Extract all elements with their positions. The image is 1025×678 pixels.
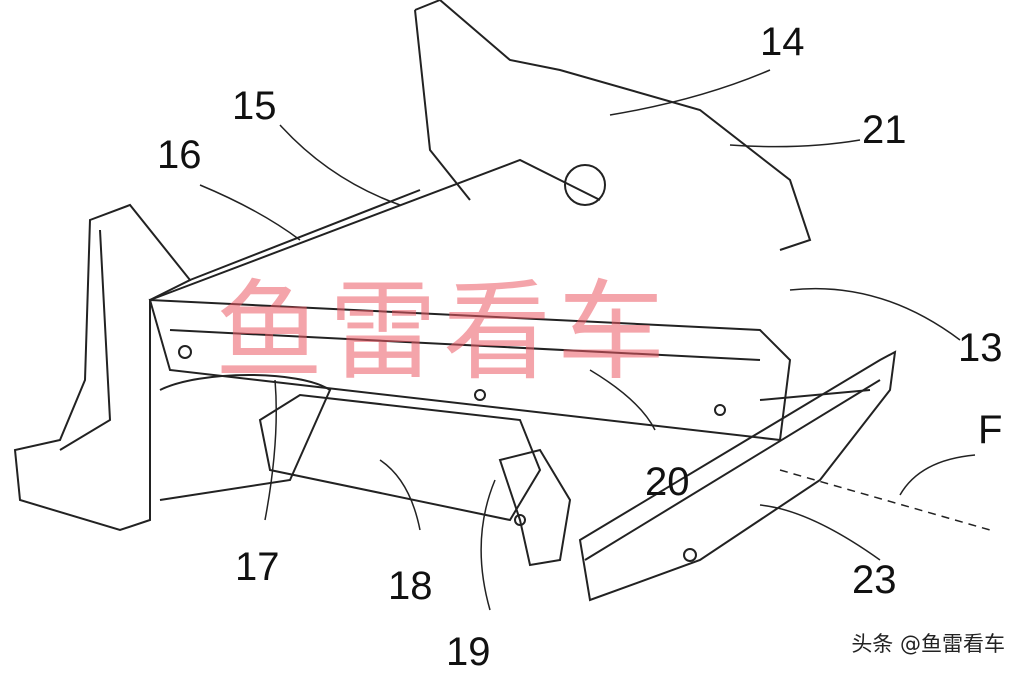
label-19: 19 xyxy=(446,630,491,674)
label-23: 23 xyxy=(852,558,897,602)
label-21: 21 xyxy=(862,108,907,152)
watermark: 鱼雷看车 xyxy=(215,270,672,395)
label-16: 16 xyxy=(157,133,202,177)
label-15: 15 xyxy=(232,84,277,128)
label-14: 14 xyxy=(760,20,805,64)
label-18: 18 xyxy=(388,564,433,608)
source-credit: 头条 @鱼雷看车 xyxy=(851,632,1005,656)
label-13: 13 xyxy=(958,326,1003,370)
label-f: F xyxy=(978,408,1003,452)
label-20: 20 xyxy=(645,460,690,504)
label-17: 17 xyxy=(235,545,280,589)
